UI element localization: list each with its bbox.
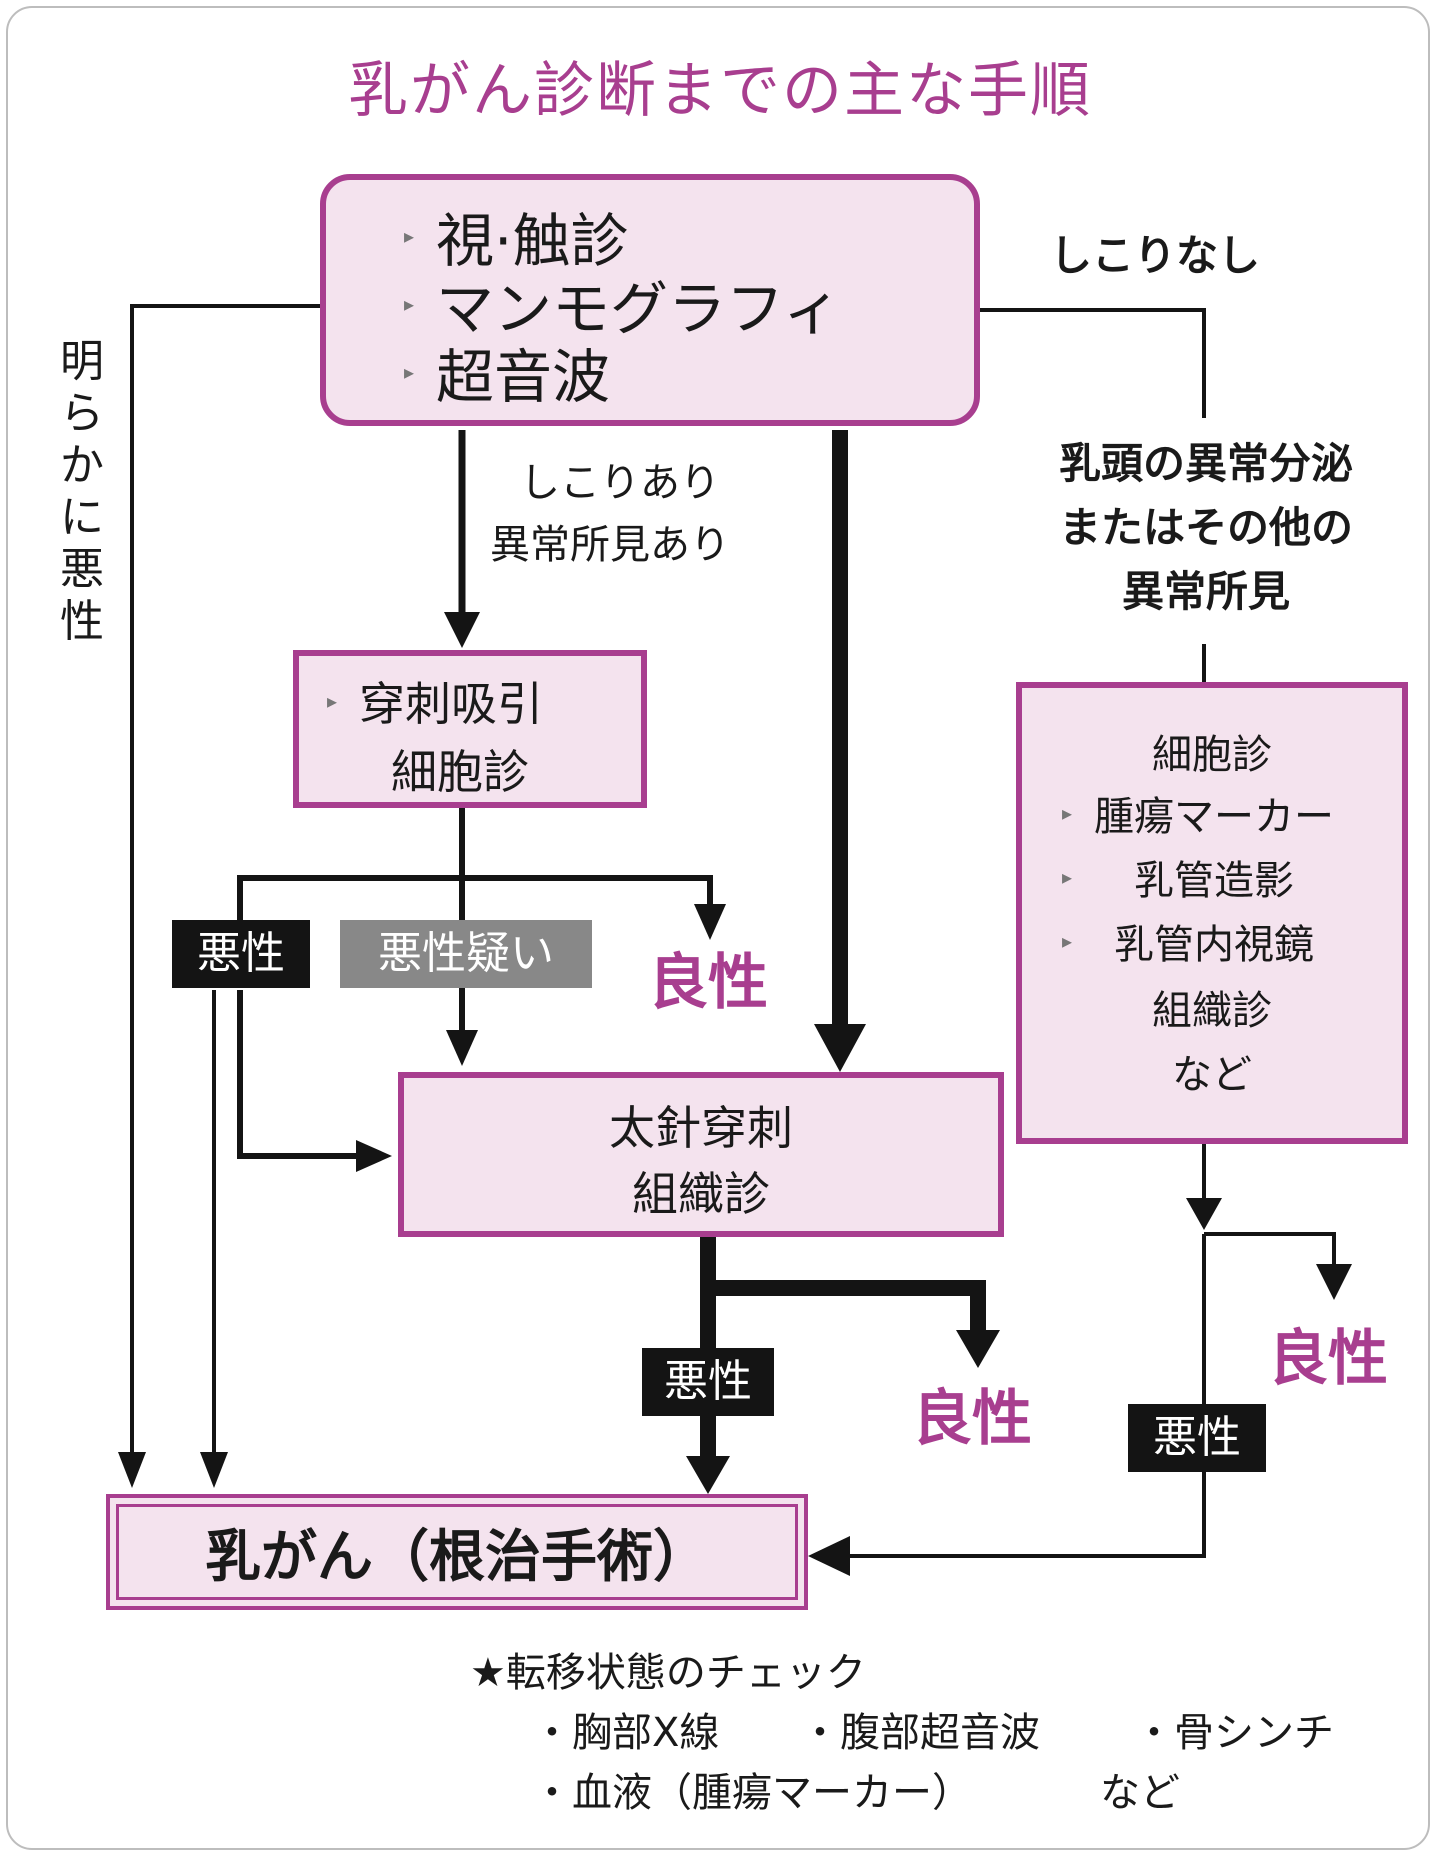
fna-label: 穿刺吸引 xyxy=(359,677,544,731)
edge-label-line: 異常所見 xyxy=(1121,567,1290,616)
final-breast-cancer-box: 乳がん（根治手術） xyxy=(106,1494,808,1610)
initial-exam-item-label: マンモグラフィ xyxy=(436,275,841,343)
note-item: ・血液（腫瘍マーカー） xyxy=(532,1770,972,1816)
arrow-clearly-malignant xyxy=(130,304,320,1468)
edge-label-line: 乳頭の異常分泌 xyxy=(1058,439,1353,488)
diagram-title: 乳がん診断までの主な手順 xyxy=(348,56,1092,126)
bullet-triangle-icon: ▸ xyxy=(1062,929,1073,953)
note-item: ・腹部超音波 xyxy=(800,1710,1040,1756)
badge-fna-suspicious: 悪性疑い xyxy=(340,920,592,988)
label-core-benign: 良性 xyxy=(912,1384,1032,1454)
bullet-triangle-icon: ▸ xyxy=(1062,801,1073,825)
label-fna-benign: 良性 xyxy=(648,948,768,1018)
arrow-right-malignant-to-final xyxy=(850,1234,1206,1558)
other-test-label: 乳管内視鏡 xyxy=(1114,922,1315,968)
other-test-label: 腫瘍マーカー xyxy=(1094,794,1335,840)
fna-cytology-box: ▸ 穿刺吸引 細胞診 xyxy=(293,650,647,808)
initial-exam-item: ▸ マンモグラフィ xyxy=(404,262,841,346)
final-label: 乳がん（根治手術） xyxy=(205,1524,709,1590)
other-test-item: など xyxy=(1172,1052,1252,1098)
edge-label-nipple-discharge: 乳頭の異常分泌 またはその他の 異常所見 xyxy=(1026,432,1386,624)
other-test-item: ▸ 乳管造影 xyxy=(1062,848,1294,906)
badge-right-malignant: 悪性 xyxy=(1128,1404,1266,1472)
bullet-triangle-icon: ▸ xyxy=(404,224,415,248)
bullet-triangle-icon: ▸ xyxy=(1062,865,1073,889)
initial-exam-item: ▸ 超音波 xyxy=(404,330,610,414)
note-item: など xyxy=(1100,1770,1180,1816)
initial-exam-box: ▸ 視·触診 ▸ マンモグラフィ ▸ 超音波 xyxy=(320,174,980,426)
bullet-triangle-icon: ▸ xyxy=(404,292,415,316)
note-item: ・骨シンチ xyxy=(1134,1710,1334,1756)
initial-exam-item: ▸ 視·触診 xyxy=(404,194,628,278)
initial-exam-item-label: 視·触診 xyxy=(436,207,629,275)
badge-core-malignant: 悪性 xyxy=(642,1348,774,1416)
arrow-fna-malignant-to-core xyxy=(237,990,360,1159)
bullet-triangle-icon: ▸ xyxy=(327,689,338,713)
other-test-item: ▸ 乳管内視鏡 xyxy=(1062,912,1314,970)
label-right-benign: 良性 xyxy=(1268,1324,1388,1394)
edge-label-abnormal-finding: 異常所見あり xyxy=(490,522,730,568)
fna-label: 細胞診 xyxy=(391,745,529,799)
other-test-item: 組織診 xyxy=(1152,988,1272,1034)
arrow-no-lump xyxy=(980,308,1206,418)
badge-fna-malignant: 悪性 xyxy=(172,920,310,988)
edge-label-lump-found: しこりあり xyxy=(520,460,720,506)
other-tests-box: 細胞診 ▸ 腫瘍マーカー ▸ 乳管造影 ▸ 乳管内視鏡 組織診 など xyxy=(1016,682,1408,1144)
note-item: ・胸部X線 xyxy=(532,1710,720,1756)
other-test-item: ▸ 腫瘍マーカー xyxy=(1062,784,1334,842)
core-biopsy-box: 太針穿刺 組織診 xyxy=(398,1072,1004,1237)
core-label: 太針穿刺 xyxy=(609,1101,793,1155)
initial-exam-item-label: 超音波 xyxy=(436,343,611,411)
edge-label-line: またはその他の xyxy=(1058,503,1353,552)
bullet-triangle-icon: ▸ xyxy=(404,360,415,384)
core-label: 組織診 xyxy=(632,1167,770,1221)
fna-line: ▸ 穿刺吸引 xyxy=(327,668,543,734)
other-test-item: 細胞診 xyxy=(1152,732,1272,778)
final-box-inner-border xyxy=(116,1504,798,1600)
edge-label-clearly-malignant: 明らかに悪性 xyxy=(60,336,104,647)
edge-label-no-lump: しこりなし xyxy=(1049,231,1260,280)
other-test-label: 乳管造影 xyxy=(1134,858,1295,904)
note-heading: ★転移状態のチェック xyxy=(470,1650,866,1696)
